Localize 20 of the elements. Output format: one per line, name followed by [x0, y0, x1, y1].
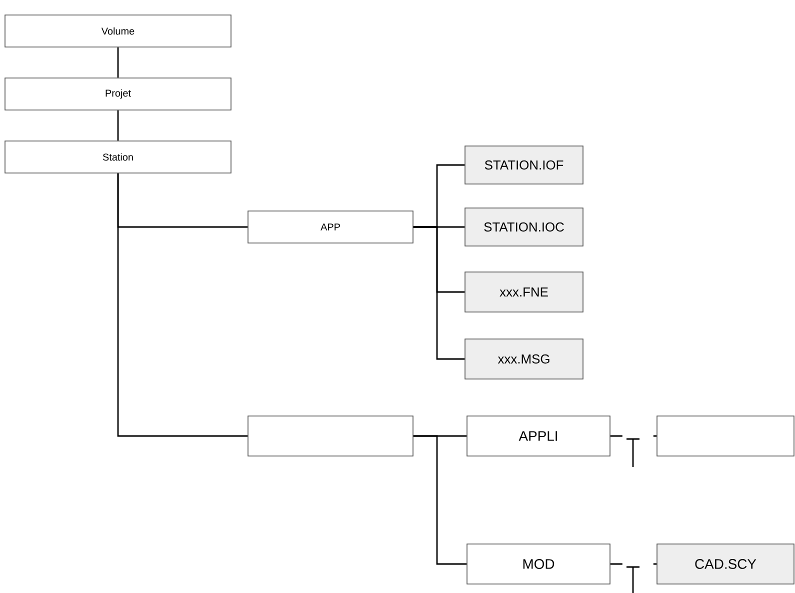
connector-line	[413, 226, 465, 360]
file-box: STATION.IOC	[464, 208, 584, 246]
connector-line	[117, 110, 119, 141]
folder-box: APP	[248, 210, 414, 244]
connector-line	[610, 563, 657, 565]
connector-line	[117, 47, 119, 78]
folder-box: MOD	[466, 544, 610, 584]
folder-box: Projet	[4, 78, 232, 110]
connector-line	[117, 173, 248, 437]
connector-line	[413, 435, 467, 565]
file-box: xxx.MSG	[464, 338, 584, 380]
file-box: xxx.FNE	[464, 272, 584, 312]
folder-box: APPLI	[466, 416, 610, 456]
folder-box: Volume	[4, 14, 232, 48]
file-box: STATION.IOF	[464, 146, 584, 184]
empty-box	[656, 416, 794, 456]
empty-box	[248, 416, 414, 456]
folder-box: Station	[4, 140, 232, 174]
connector-line	[610, 435, 657, 437]
file-box: CAD.SCY	[656, 544, 794, 584]
